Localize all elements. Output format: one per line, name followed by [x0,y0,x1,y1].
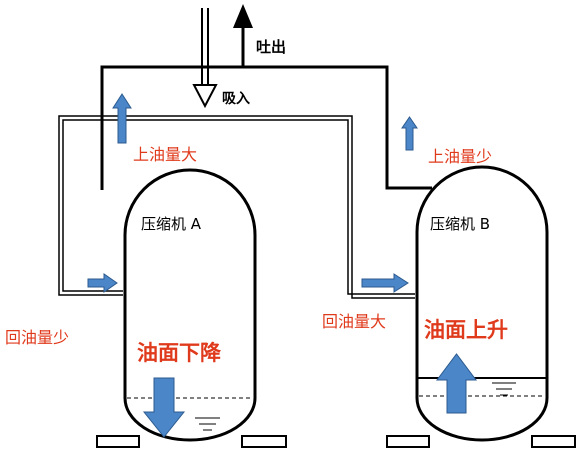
compressor-a-label: 压缩机 A [141,215,202,233]
discharge-arrow [233,4,253,28]
oil-level-up-arrow [436,353,477,414]
flow-arrow-up-b [401,116,418,151]
suction-pipe [192,8,218,109]
header-pipe [100,65,432,190]
oil-carryover-large-label: 上油量大 [133,145,198,164]
oil-level-up-label: 油面上升 [424,318,508,342]
flow-arrow-right-a [87,273,118,293]
oil-carryover-small-label: 上油量少 [428,147,493,166]
compressor-b [386,165,576,448]
compressor-a [96,168,287,448]
suction-label: 吸入 [222,91,250,107]
compressor-a-right-foot [241,435,287,448]
flow-arrow-right-b [361,273,409,293]
flow-arrow-up-a [112,93,132,144]
oil-level-down-arrow [142,377,186,438]
compressor-b-right-foot [531,435,576,448]
oil-level-down-label: 油面下降 [137,341,221,365]
oil-equalizer-pipe [58,115,415,299]
oil-return-large-label: 回油量大 [322,312,387,331]
discharge-pipe [233,4,253,67]
oil-return-small-label: 回油量少 [5,328,70,347]
discharge-label: 吐出 [256,38,287,56]
compressor-a-left-foot [96,435,140,448]
compressor-b-left-foot [386,435,430,448]
suction-arrow [192,84,218,109]
compressor-b-label: 压缩机 B [430,215,491,233]
